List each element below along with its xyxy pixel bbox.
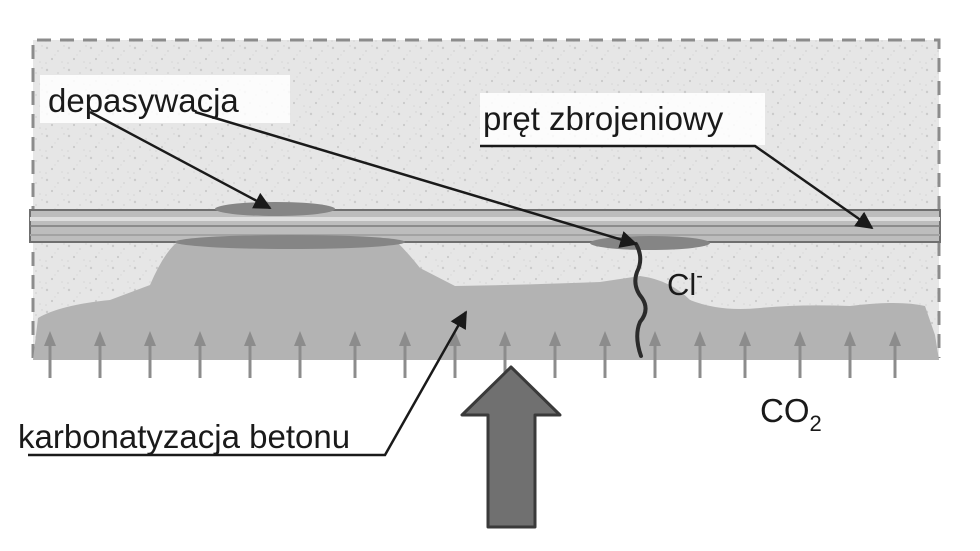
- co2-arrow: [44, 331, 56, 378]
- co2-arrow: [599, 331, 611, 378]
- co2-subscript: 2: [810, 411, 822, 436]
- label-rebar: pręt zbrojeniowy: [483, 100, 724, 137]
- label-bg-depassivation: [40, 75, 290, 123]
- label-co2: CO2: [760, 392, 822, 436]
- co2-arrow: [144, 331, 156, 378]
- co2-arrow: [294, 331, 306, 378]
- concrete-border: [31, 38, 941, 358]
- label-depassivation: depasywacja: [48, 82, 239, 119]
- depassivation-spot-crack: [590, 236, 710, 250]
- rebar: [29, 209, 941, 243]
- chloride-crack: [633, 242, 648, 358]
- pointer-depassivation-left: [89, 110, 272, 210]
- co2-arrow: [649, 331, 661, 378]
- co2-arrow: [399, 331, 411, 378]
- pointer-carbonation: [28, 310, 468, 457]
- co2-arrow: [844, 331, 856, 378]
- carbonation-zone: [33, 240, 939, 360]
- co2-arrow: [549, 331, 561, 378]
- chloride-symbol: Cl: [667, 267, 696, 302]
- large-co2-arrow: [460, 365, 562, 529]
- co2-arrow: [449, 331, 461, 378]
- pointer-depassivation-right: [194, 110, 638, 248]
- co2-arrow: [194, 331, 206, 378]
- depassivation-spot-top: [215, 202, 335, 216]
- co2-arrow: [694, 331, 706, 378]
- co2-arrow: [739, 331, 751, 378]
- label-chloride: Cl-: [667, 265, 703, 302]
- co2-base: CO: [760, 392, 810, 429]
- label-bg-rebar: [480, 93, 765, 145]
- co2-ingress-arrows: [44, 331, 901, 378]
- co2-arrow: [94, 331, 106, 378]
- chloride-charge: -: [696, 265, 703, 287]
- co2-arrow: [244, 331, 256, 378]
- co2-arrow: [349, 331, 361, 378]
- co2-arrow: [889, 331, 901, 378]
- depassivation-spot-bottom: [175, 235, 405, 249]
- label-carbonation: karbonatyzacja betonu: [18, 418, 350, 455]
- pointer-rebar: [480, 144, 874, 230]
- co2-arrow: [794, 331, 806, 378]
